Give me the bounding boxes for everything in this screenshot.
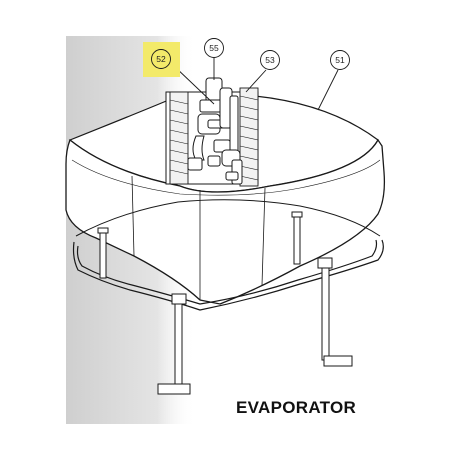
coil-left-fins [169, 99, 189, 175]
callout-52-label: 52 [156, 54, 166, 64]
hanger-foot-right [317, 257, 353, 367]
coil-right-fins [239, 95, 259, 181]
support-rail-inner [76, 239, 378, 305]
callout-52-leader [173, 65, 215, 105]
housing-seam-left [131, 175, 135, 257]
unit-housing [65, 138, 386, 305]
callout-51-label: 51 [335, 55, 345, 65]
coil-left [169, 91, 189, 185]
callout-53-bubble[interactable] [260, 50, 280, 70]
callout-52-bubble[interactable] [151, 49, 171, 69]
diagram-title: EVAPORATOR [236, 398, 357, 417]
piping-assembly [187, 77, 243, 185]
callout-51-leader [317, 69, 339, 111]
mounting-bracket-right [291, 211, 303, 265]
callout-55-label: 55 [209, 43, 219, 53]
callout-51-bubble[interactable] [330, 50, 350, 70]
hanger-foot-left [157, 293, 191, 395]
coil-right [239, 87, 259, 187]
callout-53-label: 53 [265, 55, 275, 65]
support-rail-outer [72, 239, 384, 311]
support-rail-top [75, 199, 381, 237]
housing-inner-edge [71, 159, 381, 196]
callout-53-leader [245, 69, 267, 93]
mounting-bracket-left [97, 227, 109, 279]
housing-seam-right [261, 187, 266, 286]
callout-55-bubble[interactable] [204, 38, 224, 58]
